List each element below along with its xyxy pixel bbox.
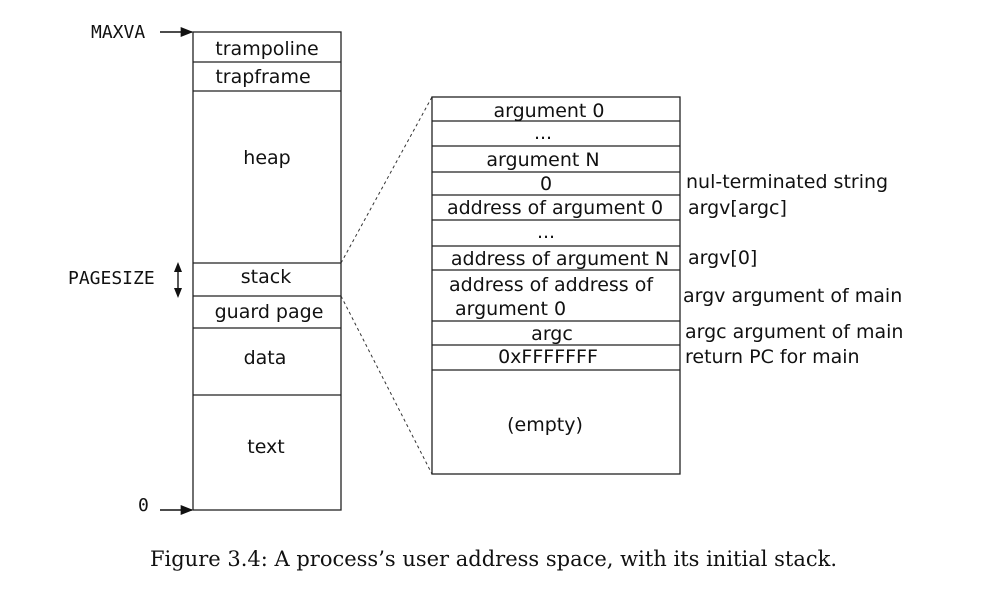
address-space-column: trampoline trapframe heap stack guard pa… [192, 31, 342, 511]
stack-cell-ellipsis: ... [534, 122, 552, 144]
stack-notes: nul-terminated string argv[argc] argv[0]… [683, 171, 903, 368]
figure-caption: Figure 3.4: A process’s user address spa… [149, 547, 838, 571]
stack-cell-empty: (empty) [507, 414, 583, 436]
maxva-label: MAXVA [91, 22, 145, 43]
initial-stack-column: argument 0 ... argument N 0 address of a… [431, 96, 681, 475]
stack-detail-outline [431, 96, 681, 475]
region-trapframe: trapframe [215, 66, 310, 88]
zoom-line-top [340, 96, 433, 264]
stack-cell-ellipsis: ... [537, 221, 555, 243]
region-trampoline: trampoline [215, 38, 318, 60]
stack-cell-address-of-argument-0: address of argument 0 [447, 197, 663, 219]
region-stack: stack [241, 266, 291, 288]
pagesize-double-arrow-icon [174, 262, 182, 298]
note-nul-terminated-string: nul-terminated string [686, 171, 888, 193]
pagesize-label: PAGESIZE [68, 268, 155, 289]
address-labels: MAXVA PAGESIZE 0 [68, 22, 194, 516]
stack-cell-argument-n: argument N [486, 149, 599, 171]
note-argv-argc: argv[argc] [688, 197, 787, 219]
region-heap: heap [243, 147, 290, 169]
stack-cell-address-of-argument-n: address of argument N [451, 248, 669, 270]
region-text: text [247, 436, 285, 458]
region-data: data [244, 347, 287, 369]
stack-cell-return-pc: 0xFFFFFFF [498, 346, 598, 368]
note-return-pc: return PC for main [685, 346, 860, 368]
stack-cell-argv-pointer-line-2: argument 0 [455, 298, 566, 320]
zero-address-label: 0 [138, 495, 149, 516]
region-guard-page: guard page [215, 301, 324, 323]
stack-cell-argument-0: argument 0 [493, 100, 604, 122]
note-argv-0: argv[0] [688, 247, 757, 269]
stack-cell-zero: 0 [540, 173, 552, 195]
note-argc-argument: argc argument of main [685, 321, 903, 343]
zoom-line-bottom [340, 295, 433, 475]
stack-cell-argv-pointer-line-1: address of address of [449, 274, 654, 296]
note-argv-argument: argv argument of main [683, 285, 902, 307]
address-space-outline [192, 31, 342, 511]
stack-cell-argc: argc [531, 323, 573, 345]
